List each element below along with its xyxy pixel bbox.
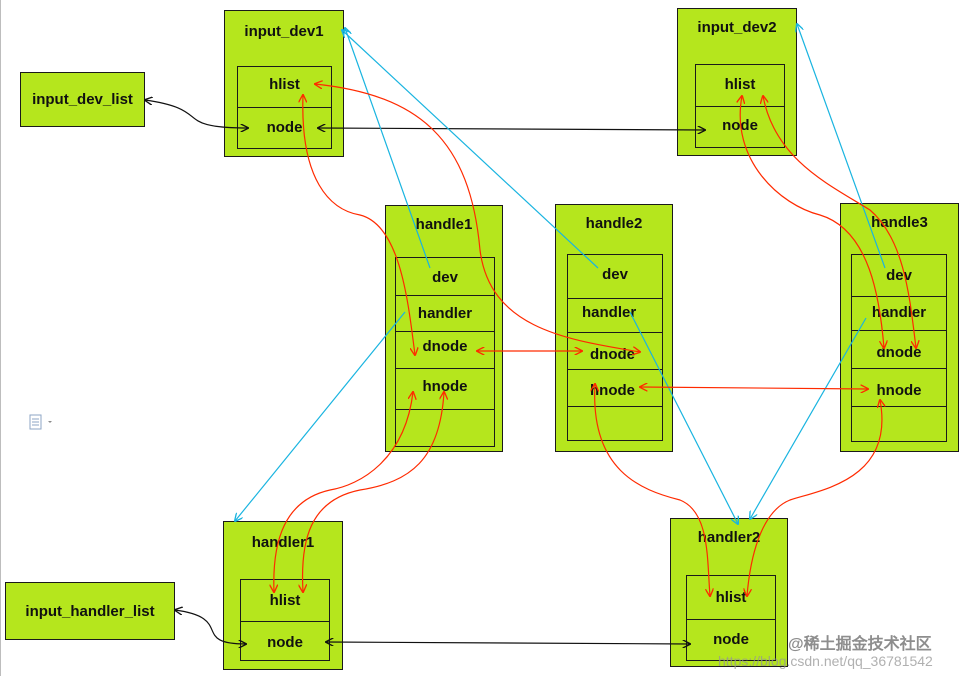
red-dev2-to-handle3-dnode-a — [740, 96, 884, 348]
ptr-handle1-handler — [235, 311, 406, 521]
input-dev1-title: input_dev1 — [244, 23, 324, 40]
link-handler1-to-handler2 — [326, 642, 690, 644]
red-dev1-to-handle1-dnode — [303, 95, 415, 355]
watermark: @稀土掘金技术社区 https://blog.csdn.net/qq_36781… — [718, 632, 966, 672]
link-dev1-to-dev2 — [318, 128, 705, 130]
red-handle2-to-handle3-hnode — [640, 387, 868, 389]
watermark-url: https://blog.csdn.net/qq_36781542 — [718, 653, 933, 669]
ptr-handle2-dev — [342, 30, 599, 269]
red-dev1-hlist-to-handle2-dnode — [315, 84, 640, 352]
document-icon — [29, 414, 52, 430]
red-handle2-hnode-to-handler2 — [595, 384, 710, 596]
handler2-hlist: hlist — [687, 576, 775, 620]
input-dev1-node: node — [266, 119, 303, 136]
left-rule — [0, 0, 1, 676]
handle3-hnode: hnode — [852, 369, 946, 407]
ptr-handle1-dev — [345, 28, 431, 269]
input-dev2-title: input_dev2 — [697, 19, 777, 36]
ptr-handle3-dev — [797, 24, 886, 269]
input-handler-list-box: input_handler_list — [5, 582, 175, 640]
input-dev1-hlist: hlist — [238, 67, 331, 108]
ptr-handle2-handler — [629, 311, 738, 524]
red-handle3-hnode-to-handler2 — [747, 400, 882, 596]
red-handle1-hnode-to-handler1-b — [303, 392, 444, 592]
handler2-node: node — [713, 631, 749, 648]
input-handler-list-label: input_handler_list — [25, 602, 155, 620]
handler1-node: node — [267, 634, 303, 651]
handler1-hlist: hlist — [241, 580, 329, 622]
watermark-brand: @稀土掘金技术社区 — [788, 636, 932, 653]
input-dev-list-label: input_dev_list — [32, 91, 133, 108]
link-dev-list-to-dev1 — [145, 100, 248, 128]
red-handle1-hnode-to-handler1-a — [274, 392, 413, 592]
input-dev-list-box: input_dev_list — [20, 72, 145, 127]
ptr-handle3-handler — [750, 317, 867, 519]
handler2-fields: hlist node — [686, 575, 776, 661]
red-dev2-to-handle3-dnode-b — [763, 96, 916, 348]
link-handler-list-to-handler1 — [175, 610, 246, 644]
